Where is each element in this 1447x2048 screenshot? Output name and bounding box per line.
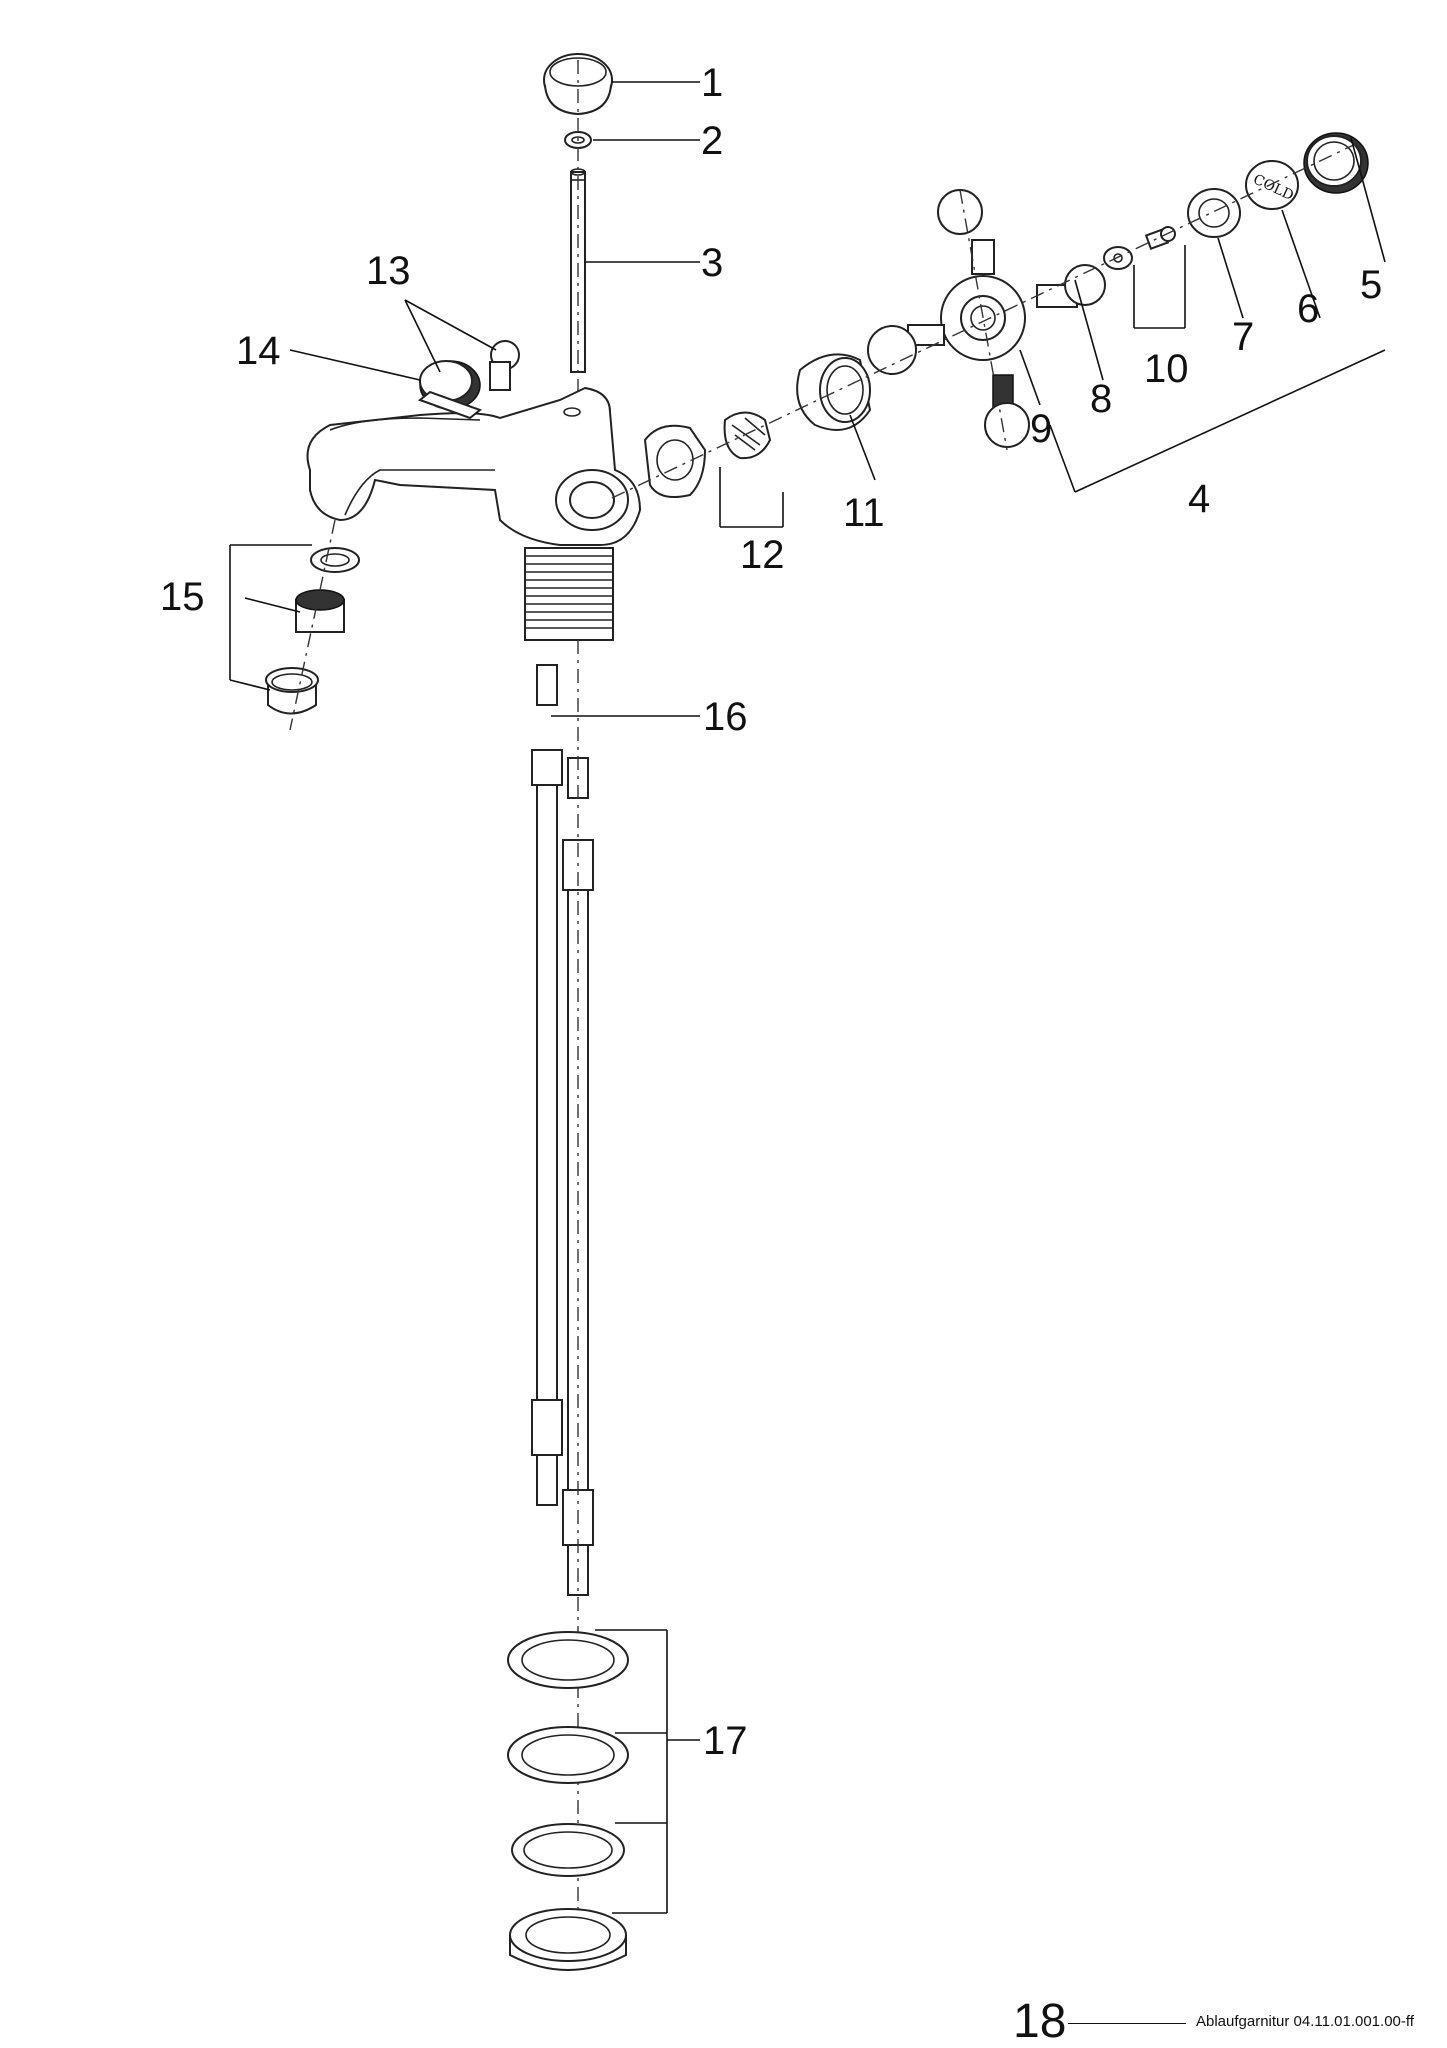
part-15-aerator	[265, 519, 360, 731]
callout-17: 17	[703, 1719, 748, 1763]
part-5-ring	[1303, 132, 1369, 194]
callout-3: 3	[701, 241, 723, 285]
part-17-mounting-set	[507, 1631, 629, 1971]
callout-8: 8	[1090, 377, 1112, 421]
callout-12: 12	[740, 533, 785, 577]
callout-6: 6	[1297, 287, 1319, 331]
callout-2: 2	[701, 119, 723, 163]
callout-1: 1	[701, 61, 723, 105]
footer-divider	[1068, 2023, 1186, 2024]
callout-7: 7	[1232, 315, 1254, 359]
part-10-screw-washer	[1103, 226, 1176, 270]
page-number: 18	[1013, 1995, 1067, 2048]
part-9-cross-handle	[867, 189, 1106, 448]
leader-lines	[229, 81, 1386, 1914]
callout-4: 4	[1188, 477, 1210, 521]
callout-13: 13	[366, 249, 411, 293]
callout-16: 16	[703, 695, 748, 739]
part-6-index-cap: COLD	[1245, 160, 1299, 210]
callout-14: 14	[236, 329, 281, 373]
part-12-cartridge	[643, 411, 772, 498]
document-reference: Ablaufgarnitur 04.11.01.001.00-ff	[1196, 2013, 1414, 2030]
part-16-hoses	[531, 664, 594, 1596]
callout-10: 10	[1144, 347, 1189, 391]
part-13-14-diverter	[417, 340, 520, 420]
callout-15: 15	[160, 575, 205, 619]
callout-5: 5	[1360, 263, 1382, 307]
callout-9: 9	[1030, 407, 1052, 451]
tap-body	[306, 386, 642, 641]
callout-11: 11	[843, 491, 885, 535]
callout-numbers: 1 2 3 4 5 6 7 8 9 10 11 12 13 14 15 16 1…	[160, 61, 1382, 1763]
part-7-adapter	[1187, 188, 1241, 238]
